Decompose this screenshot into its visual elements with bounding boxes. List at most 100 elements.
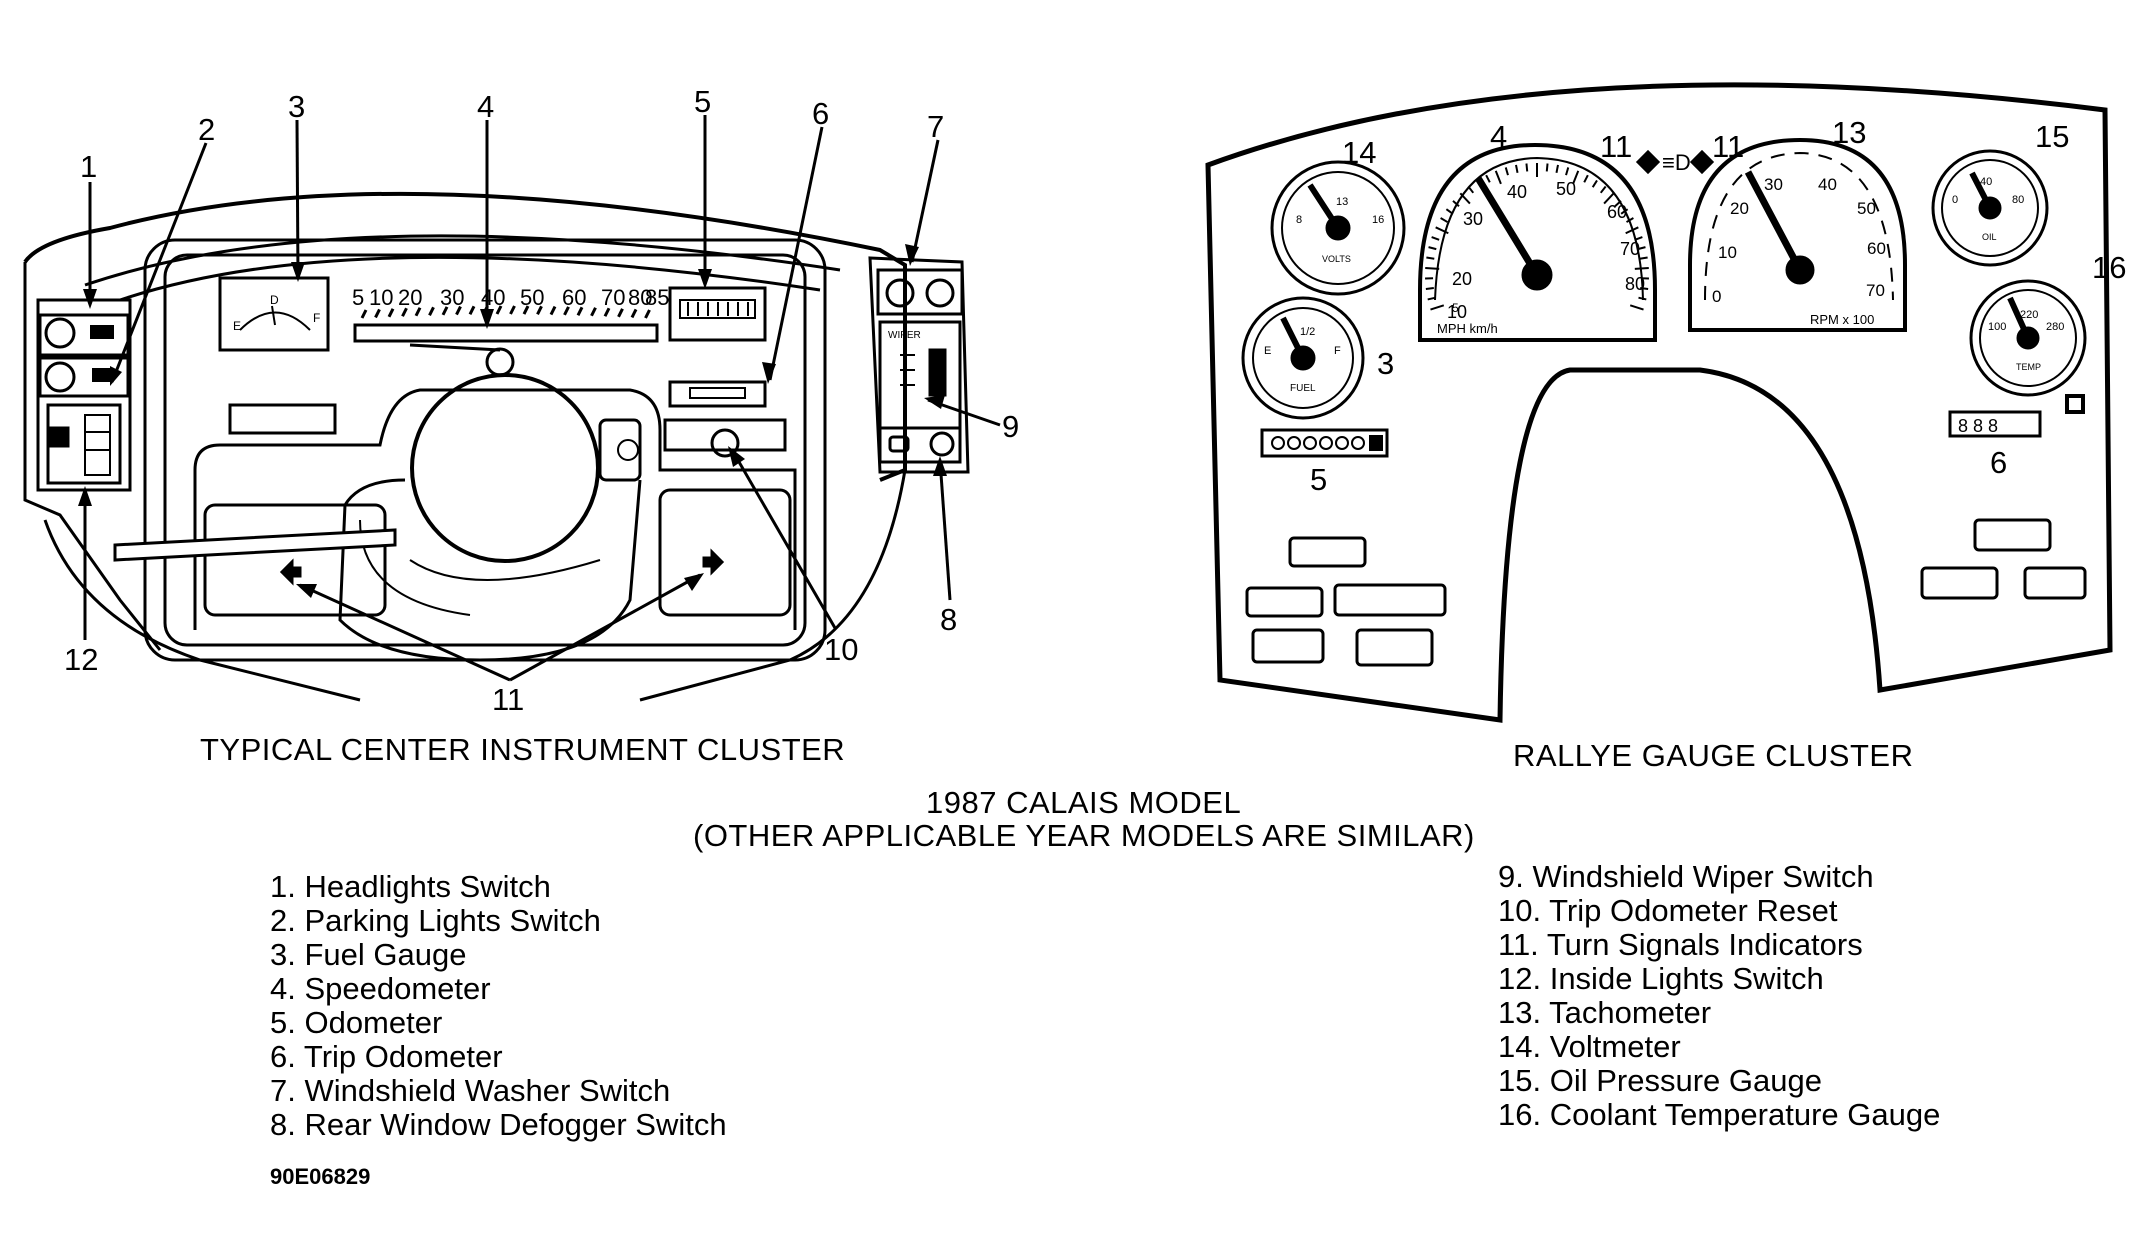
speedo-tick (644, 309, 651, 319)
svg-text:30: 30 (1764, 175, 1783, 194)
speedo-dial-tick (1565, 167, 1570, 176)
svg-text:1/2: 1/2 (1300, 326, 1315, 338)
svg-text:0: 0 (1712, 287, 1721, 306)
legend-item: 16. Coolant Temperature Gauge (1498, 1097, 1941, 1132)
speedo-dial-tick (1614, 200, 1622, 207)
speedo-dial-tick (1639, 256, 1648, 260)
speedo-tick (428, 306, 435, 316)
left-callout-numbers: 1 2 3 4 5 6 7 8 9 10 11 12 (64, 84, 1019, 717)
trip-odometer (668, 380, 767, 408)
speedo-dial-tick (1459, 192, 1471, 205)
svg-text:100: 100 (1988, 321, 2006, 333)
speedo-scale-label: 80 (628, 285, 652, 310)
svg-text:60: 60 (1607, 202, 1627, 222)
svg-text:15: 15 (2035, 119, 2069, 154)
legend-item: 15. Oil Pressure Gauge (1498, 1063, 1822, 1098)
trip-reset-button[interactable] (2065, 394, 2085, 414)
speedo-dial-tick (1555, 164, 1559, 174)
svg-text:OIL: OIL (1982, 232, 1997, 242)
svg-text:4: 4 (1490, 119, 1507, 154)
speedo-dial-tick (1426, 256, 1435, 260)
speedo-dial-tick (1445, 208, 1454, 215)
speedo-tick (455, 305, 462, 316)
turn-signal-right-icon (702, 548, 725, 576)
rear-defogger-button[interactable] (888, 435, 910, 453)
speedo-dial-tick (1629, 304, 1644, 311)
speedo-tick (630, 308, 638, 319)
left-pod-outline (23, 262, 162, 651)
windshield-washer-button[interactable] (885, 278, 915, 308)
svg-text:40: 40 (1818, 175, 1837, 194)
headlights-icon (90, 325, 114, 339)
speedo-tick (468, 305, 476, 315)
svg-text:70: 70 (1620, 239, 1640, 259)
speedo-scale-label: 70 (601, 285, 625, 310)
rear-defogger-aux-button[interactable] (929, 431, 955, 457)
fuel-gauge-rallye: E 1/2 F FUEL (1241, 296, 1365, 420)
warning-window-left (228, 403, 337, 435)
svg-text:80: 80 (1625, 274, 1645, 294)
speedo-tick (563, 306, 570, 316)
svg-text:13: 13 (1336, 196, 1348, 208)
speedo-tick (522, 305, 530, 315)
speedo-dial-tick (1425, 287, 1434, 291)
svg-text:8: 8 (940, 602, 957, 637)
model-subtitle: (OTHER APPLICABLE YEAR MODELS ARE SIMILA… (693, 818, 1475, 853)
speedo-tick (603, 307, 611, 317)
svg-text:20: 20 (1452, 269, 1472, 289)
inside-lights-switch[interactable] (46, 403, 122, 485)
odometer-digit (1303, 436, 1317, 450)
speedo-dial-tick (1427, 296, 1436, 301)
trip-odometer-reset-button[interactable] (710, 428, 740, 458)
left-cluster-caption: TYPICAL CENTER INSTRUMENT CLUSTER (200, 732, 846, 767)
right-lower-curve (639, 469, 907, 702)
speedo-dial-tick (1545, 163, 1549, 172)
windshield-wiper-switch[interactable]: WIPER (888, 330, 947, 397)
speedo-tick (387, 308, 395, 318)
speedo-dial-tick (1425, 266, 1440, 270)
legend-item: 10. Trip Odometer Reset (1498, 893, 1838, 928)
svg-text:11: 11 (1600, 129, 1632, 164)
speedo-scale-label: 85 (645, 285, 669, 310)
speedo-dial-tick (1515, 164, 1519, 174)
rallye-trip-odometer: 8 8 8 (1948, 410, 2042, 438)
odometer-digit (1369, 435, 1383, 451)
odometer-digit (1351, 436, 1365, 450)
washer-secondary-button[interactable] (925, 278, 955, 308)
legend-item: 5. Odometer (270, 1005, 443, 1040)
svg-text:60: 60 (1867, 239, 1886, 258)
coolant-temp-gauge: 100 220 280 TEMP (1969, 279, 2087, 397)
legend-left: 1. Headlights Switch 2. Parking Lights S… (270, 870, 727, 1142)
speedo-scale-label: 20 (398, 285, 422, 310)
right-callout-numbers: 14 4 11 11 13 15 16 3 5 6 (1310, 115, 2126, 497)
cluster-faceplate-inner (163, 253, 807, 647)
speedo-dial-tick (1599, 185, 1607, 194)
speedo-dial-tick (1625, 226, 1639, 235)
svg-text:16: 16 (1372, 214, 1384, 226)
svg-text:70: 70 (1866, 281, 1885, 300)
speedo-tick (401, 307, 408, 317)
tachometer-gauge: 0 10 20 30 40 50 60 70 RPM x 100 (1688, 137, 1907, 332)
speedometer-rallye: 10 20 30 40 50 60 70 80 5 MPH km/h (1418, 142, 1657, 342)
legend-item: 7. Windshield Washer Switch (270, 1073, 671, 1108)
legend-item: 6. Trip Odometer (270, 1039, 503, 1074)
odometer-digit (1287, 436, 1301, 450)
svg-text:5: 5 (694, 84, 711, 119)
speedo-dial-tick (1452, 200, 1460, 207)
legend-item: 2. Parking Lights Switch (270, 903, 601, 938)
odometer-window (668, 286, 767, 342)
parking-lights-switch-button[interactable] (44, 361, 76, 393)
svg-text:2: 2 (198, 112, 215, 147)
speedo-tick (576, 306, 584, 316)
svg-text:D: D (270, 293, 279, 307)
turn-indicator-left-icon (1635, 149, 1661, 175)
dash-hood-outline (23, 191, 907, 482)
speedo-dial-tick (1430, 304, 1445, 311)
speedo-dial-tick (1485, 174, 1491, 183)
speedo-scale-label: 5 (352, 285, 364, 310)
headlights-switch-button[interactable] (44, 317, 76, 349)
svg-text:220: 220 (2020, 309, 2038, 321)
